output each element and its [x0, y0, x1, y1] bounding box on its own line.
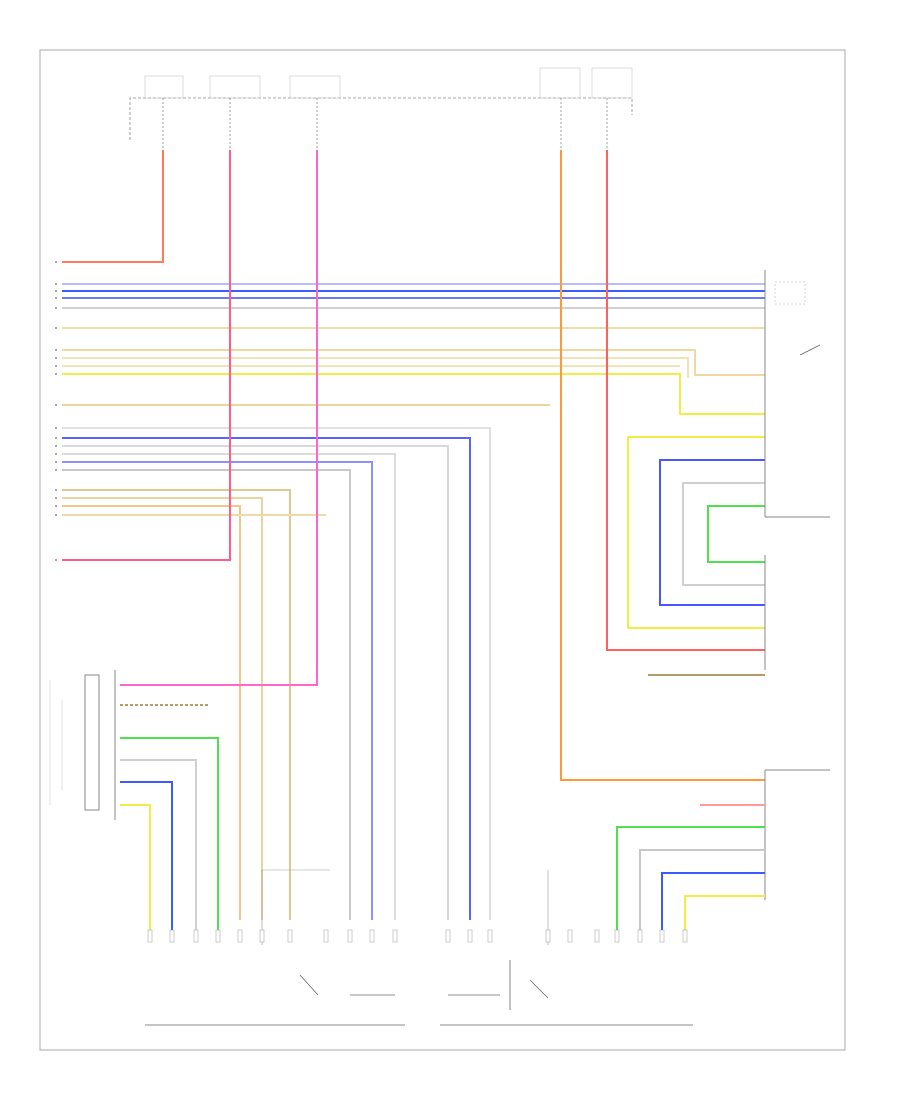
connector-pin-marker	[55, 349, 57, 351]
connector-pin-marker	[55, 489, 57, 491]
power-bus-top	[129, 97, 633, 140]
wire-gray-bottom	[639, 849, 765, 940]
component-bottom-center-left	[145, 869, 405, 1026]
wire-green-right	[707, 505, 765, 563]
connector-pin	[594, 929, 600, 943]
wire-yellow-1	[62, 373, 765, 415]
wire-gray-2	[62, 427, 491, 920]
wire-tan-6	[62, 489, 291, 920]
wire-gray-4	[62, 469, 351, 920]
connector-pin-marker	[55, 283, 57, 285]
wire-tan-3	[62, 357, 689, 378]
wire-green-bottom	[616, 826, 765, 940]
connector-pin-marker	[55, 445, 57, 447]
connector-pin	[545, 929, 551, 943]
connector-pin-marker	[55, 290, 57, 292]
bottom-connector-pins	[147, 929, 688, 943]
connector-pin	[445, 929, 451, 943]
connector-pin-marker	[55, 261, 57, 263]
connector-pin-marker	[55, 365, 57, 367]
connector-pin-marker	[55, 453, 57, 455]
connector-pin	[147, 929, 153, 943]
wire-gray-left	[120, 759, 197, 940]
wire-orange-right	[560, 150, 765, 781]
connector-pin	[682, 929, 688, 943]
wire-tan-7	[62, 497, 263, 920]
connector-pin	[259, 929, 265, 943]
diagram-frame	[39, 49, 846, 1051]
connector-pin	[369, 929, 375, 943]
wire-gray-3	[62, 445, 449, 920]
wire-red-right	[606, 150, 765, 651]
connector-pin-marker	[55, 327, 57, 329]
connector-pin	[567, 929, 573, 943]
connector-pin	[323, 929, 329, 943]
wire-blue-left	[120, 781, 173, 940]
connector-pin	[487, 929, 493, 943]
component-bottom-right	[764, 769, 830, 900]
component-left	[49, 670, 116, 820]
connector-pin	[169, 929, 175, 943]
fuse-block-3	[289, 75, 341, 99]
connector-pin-marker	[55, 505, 57, 507]
connector-pin	[237, 929, 243, 943]
fuse-block-2	[209, 75, 261, 99]
component-top-right	[764, 270, 830, 518]
wire-tan-8	[62, 505, 241, 920]
connector-pin-marker	[55, 297, 57, 299]
connector-pin	[614, 929, 620, 943]
wire-pink-left	[62, 150, 231, 561]
connector-pin	[392, 929, 398, 943]
wire-red-top	[62, 150, 164, 263]
connector-pin-marker	[55, 514, 57, 516]
connector-pin-marker	[55, 373, 57, 375]
connector-pin-marker	[55, 307, 57, 309]
fuse-block-5	[591, 67, 633, 99]
wire-green-left	[120, 737, 219, 940]
wire-blue-3	[62, 437, 471, 920]
wire-blue-right	[659, 459, 765, 606]
wire-yellow-left	[120, 804, 151, 940]
wire-tan-2	[62, 349, 765, 376]
connector-pin-marker	[55, 437, 57, 439]
fuse-block-4	[539, 67, 581, 99]
connector-pin-marker	[55, 497, 57, 499]
component-bottom-center-right	[440, 870, 693, 1026]
wire-yellow-right	[627, 436, 765, 629]
connector-pin-marker	[55, 559, 57, 561]
wire-blue-4	[62, 453, 396, 920]
connector-pin-marker	[55, 469, 57, 471]
wire-lavender-2	[62, 461, 373, 920]
connector-pin	[347, 929, 353, 943]
wire-pink-mid	[120, 150, 318, 686]
connector-pin	[659, 929, 665, 943]
connector-pin	[467, 929, 473, 943]
connector-pin	[637, 929, 643, 943]
connector-pin-marker	[55, 427, 57, 429]
connector-pin-marker	[55, 461, 57, 463]
fuse-block-1	[144, 75, 184, 99]
connector-pin-marker	[55, 404, 57, 406]
wire-blue-bottom	[661, 872, 765, 940]
connector-pin	[193, 929, 199, 943]
left-connector-pins	[55, 261, 57, 561]
connector-pin-marker	[55, 357, 57, 359]
wire-gray-right	[682, 482, 765, 586]
connector-pin	[287, 929, 293, 943]
wire-yellow-bottom	[684, 895, 765, 940]
connector-pin	[215, 929, 221, 943]
